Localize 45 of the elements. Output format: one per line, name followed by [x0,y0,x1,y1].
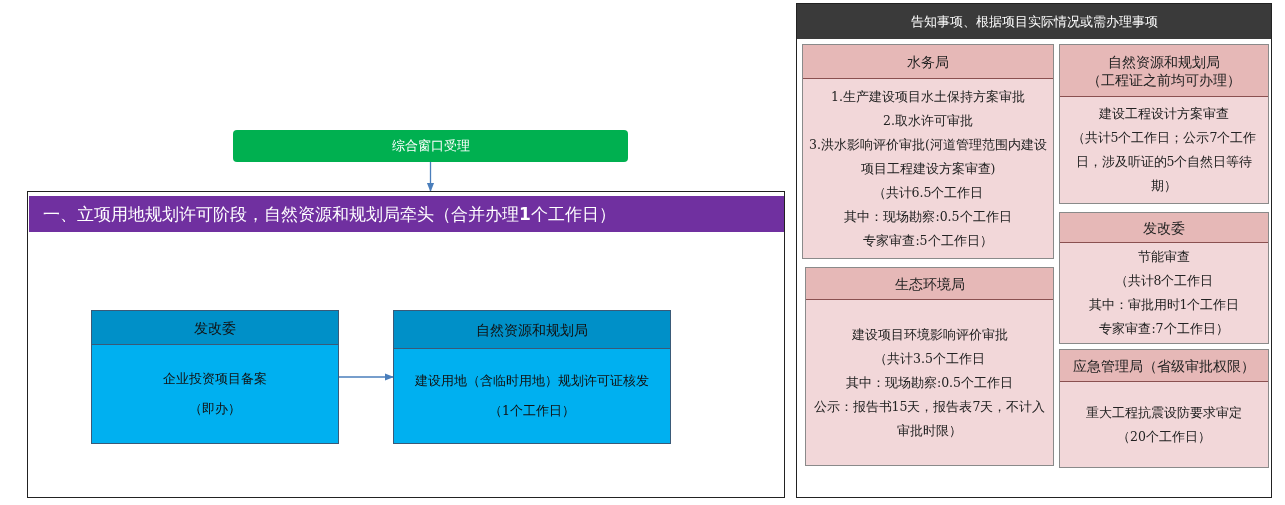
item-text: 建设用地（含临时用地）规划许可证核发 [415,372,649,390]
item-text: （共计5个工作日；公示7个工作日，涉及听证的5个自然日等待期） [1070,129,1258,195]
process-box [233,130,628,162]
department-box [393,310,671,444]
department-box [1059,44,1269,204]
department-box [802,44,1054,259]
department-name: 水务局 [907,52,949,71]
item-text: （共计3.5个工作日 [874,349,985,368]
department-box [1059,212,1269,344]
info-panel [796,3,1272,498]
item-text: （即办） [189,400,241,418]
box-label: 综合窗口受理 [391,137,470,155]
item-text: 公示：报告书15天，报告表7天，不计入审批时限） [812,397,1047,440]
item-text: 其中：现场勘察:0.5个工作日 [845,373,1014,392]
department-name: 自然资源和规划局 [1108,52,1220,71]
arrow [426,161,435,192]
item-text: 专家审查:5个工作日） [863,231,993,250]
arrow [338,373,394,381]
department-box [805,267,1054,466]
item-text: 节能审查 [1138,248,1190,266]
item-text: （1个工作日） [489,402,575,420]
item-text: 1.生产建设项目水土保持方案审批 [831,87,1025,106]
item-text: （共计8个工作日 [1114,272,1214,290]
stage-panel [27,191,785,498]
item-text: 建设项目环境影响评价审批 [851,325,1008,344]
item-text: 建设工程设计方案审查 [1099,105,1229,123]
item-text: 2.取水许可审批 [883,111,973,130]
item-text: （20个工作日） [1117,427,1211,446]
department-name: （工程证之前均可办理） [1087,70,1241,89]
department-name: 发改委 [194,318,236,337]
item-text: 3.洪水影响评价审批(河道管理范围内建设项目工程建设方案审查) [809,135,1047,178]
item-text: 企业投资项目备案 [163,370,267,388]
item-text: （共计6.5个工作日 [872,183,984,202]
department-name: 自然资源和规划局 [476,320,588,339]
panel-title: 告知事项、根据项目实际情况或需办理事项 [910,12,1158,31]
item-text: 其中：审批用时1个工作日 [1088,296,1240,314]
department-name: 生态环境局 [894,274,965,293]
item-text: 专家审查:7个工作日） [1099,320,1229,338]
department-name: 发改委 [1143,218,1185,237]
item-text: 重大工程抗震设防要求审定 [1086,403,1242,422]
stage-title: 一、立项用地规划许可阶段，自然资源和规划局牵头（合并办理1个工作日） [43,202,616,226]
item-text: 其中：现场勘察:0.5个工作日 [844,207,1012,226]
department-box [91,310,339,444]
department-name: 应急管理局（省级审批权限） [1073,356,1255,375]
department-box [1059,349,1269,468]
